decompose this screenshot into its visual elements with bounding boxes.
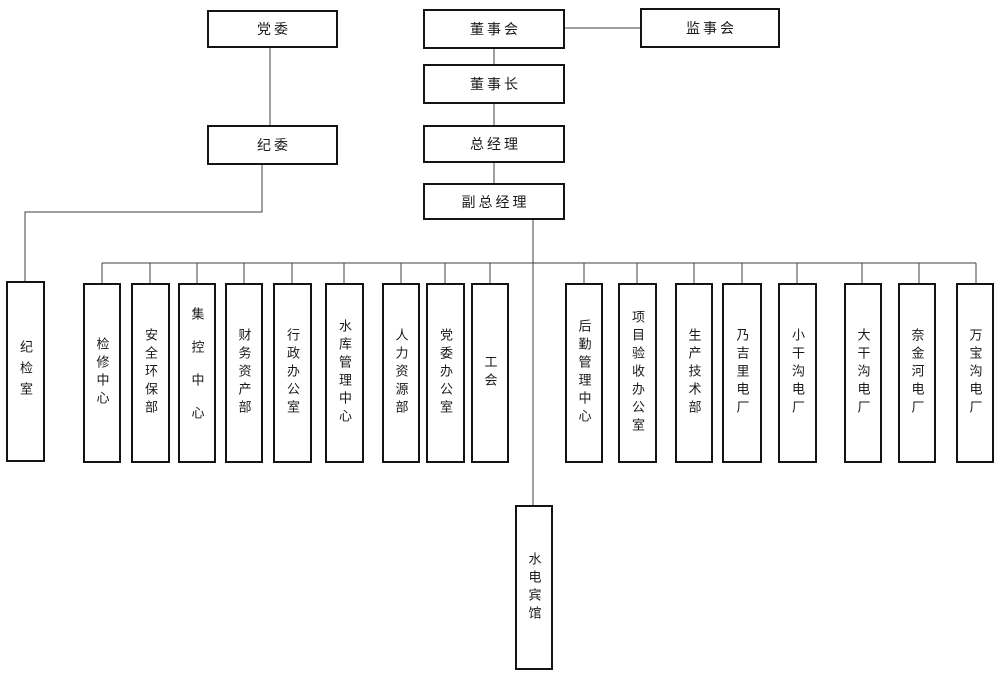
dept-label: 项目验收办公室 [630,310,645,436]
dept-reservoir-management-center: 水库管理中心 [325,283,364,463]
node-chairman-label: 董事长 [470,78,521,93]
dept-label: 行政办公室 [285,328,300,418]
dept-label: 乃吉里电厂 [734,328,750,418]
dept-finance-assets: 财务资产部 [225,283,263,463]
node-party-committee-label: 党委 [257,23,291,38]
node-discipline-committee-label: 纪委 [257,139,291,154]
dept-label: 人力资源部 [393,328,409,418]
node-board-of-directors: 董事会 [423,9,565,49]
dept-label: 党委办公室 [438,328,453,418]
node-discipline-inspection-office-label: 纪检室 [18,340,33,403]
node-general-manager-label: 总经理 [470,138,521,153]
dept-production-technology: 生产技术部 [675,283,713,463]
node-chairman: 董事长 [423,64,565,104]
dept-label: 水库管理中心 [337,319,352,427]
node-board-of-directors-label: 董事会 [470,23,521,38]
dept-labor-union: 工会 [471,283,509,463]
dept-logistics-management-center: 后勤管理中心 [565,283,603,463]
node-discipline-committee: 纪委 [207,125,338,165]
dept-label: 万宝沟电厂 [967,328,983,418]
node-hydropower-hotel-label: 水电宾馆 [526,551,542,624]
dept-safety-environment: 安全环保部 [131,283,170,463]
plant-xiaogangou: 小干沟电厂 [778,283,817,463]
dept-human-resources: 人力资源部 [382,283,420,463]
dept-label: 工会 [482,355,498,391]
node-hydropower-hotel: 水电宾馆 [515,505,553,670]
dept-label: 后勤管理中心 [576,319,592,427]
plant-dagangou: 大干沟电厂 [844,283,882,463]
dept-label: 集控中心 [189,307,205,439]
plant-wanbaogou: 万宝沟电厂 [956,283,994,463]
dept-label: 财务资产部 [236,328,252,418]
dept-label: 安全环保部 [143,328,158,418]
dept-label: 小干沟电厂 [790,328,805,418]
connector-discipline-to-office [24,165,263,281]
dept-party-committee-office: 党委办公室 [426,283,465,463]
node-supervisory-board: 监事会 [640,8,780,48]
dept-label: 奈金河电厂 [909,328,925,418]
dept-maintenance-center: 检修中心 [83,283,121,463]
dept-label: 生产技术部 [686,328,702,418]
dept-admin-office: 行政办公室 [273,283,312,463]
plant-naijinhe: 奈金河电厂 [898,283,936,463]
node-general-manager: 总经理 [423,125,565,163]
node-deputy-general-manager-label: 副总经理 [461,195,530,211]
dept-label: 检修中心 [94,337,110,409]
dept-centralized-control-center: 集控中心 [178,283,216,463]
dept-project-acceptance-office: 项目验收办公室 [618,283,657,463]
node-party-committee: 党委 [207,10,338,48]
node-supervisory-board-label: 监事会 [686,22,737,37]
plant-naijili: 乃吉里电厂 [722,283,762,463]
node-deputy-general-manager: 副总经理 [423,183,565,220]
dept-label: 大干沟电厂 [855,328,871,418]
node-discipline-inspection-office: 纪检室 [6,281,45,462]
